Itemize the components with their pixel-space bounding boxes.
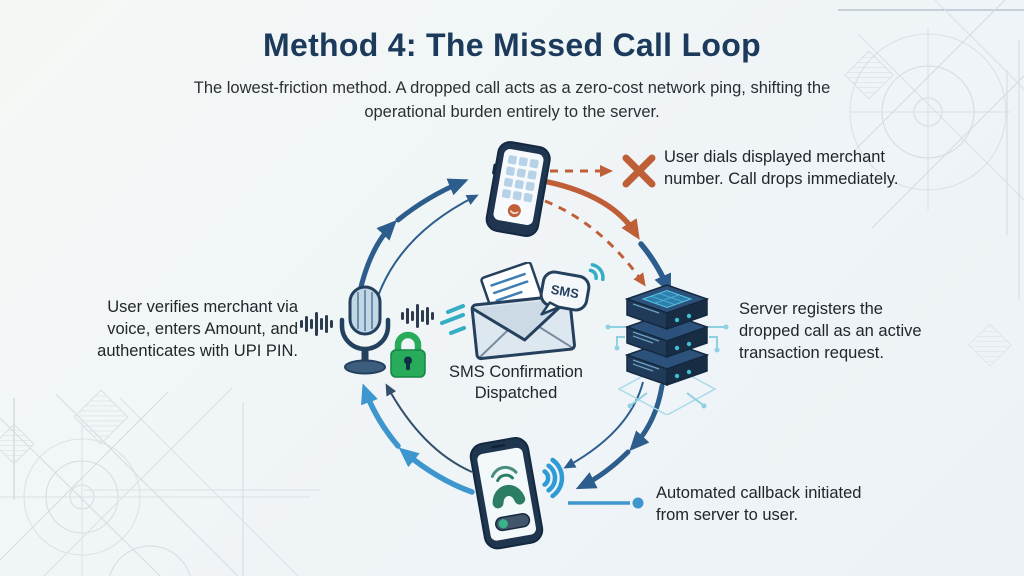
phone-keypad-icon	[485, 141, 551, 237]
soundwave-left	[300, 312, 333, 336]
lock-icon	[390, 331, 426, 378]
step-dial-text: User dials displayed merchant number. Ca…	[664, 148, 899, 188]
step-register-text: Server registers the dropped call as an …	[739, 300, 922, 362]
sms-caption: SMS Confirmation Dispatched	[449, 363, 583, 403]
arc-server-to-callback	[563, 381, 665, 490]
page-title: Method 4: The Missed Call Loop	[263, 27, 761, 63]
x-mark-icon	[622, 154, 656, 188]
server-stack-icon	[605, 284, 729, 415]
step-callback-text: Automated callback initiated from server…	[656, 484, 862, 524]
soundwave-right	[401, 304, 434, 328]
step-verify-text: User verifies merchant via voice, enters…	[97, 298, 298, 360]
svg-text:SMS: SMS	[550, 282, 581, 302]
bg-decoration-bottom-left	[0, 387, 320, 576]
page-subtitle: The lowest-friction method. A dropped ca…	[193, 79, 831, 121]
callback-connector	[568, 497, 644, 509]
sms-bubble: SMS	[539, 270, 591, 316]
speed-lines	[440, 304, 466, 335]
dropped-call-arrow	[550, 154, 656, 188]
phone-ringing-icon	[469, 437, 565, 550]
sms-envelope-icon: SMS	[440, 262, 605, 361]
microphone-lock-icon	[300, 285, 434, 378]
signal-waves	[588, 263, 605, 282]
arc-callback-to-verify	[361, 383, 475, 495]
arc-dial-to-server	[544, 179, 672, 295]
